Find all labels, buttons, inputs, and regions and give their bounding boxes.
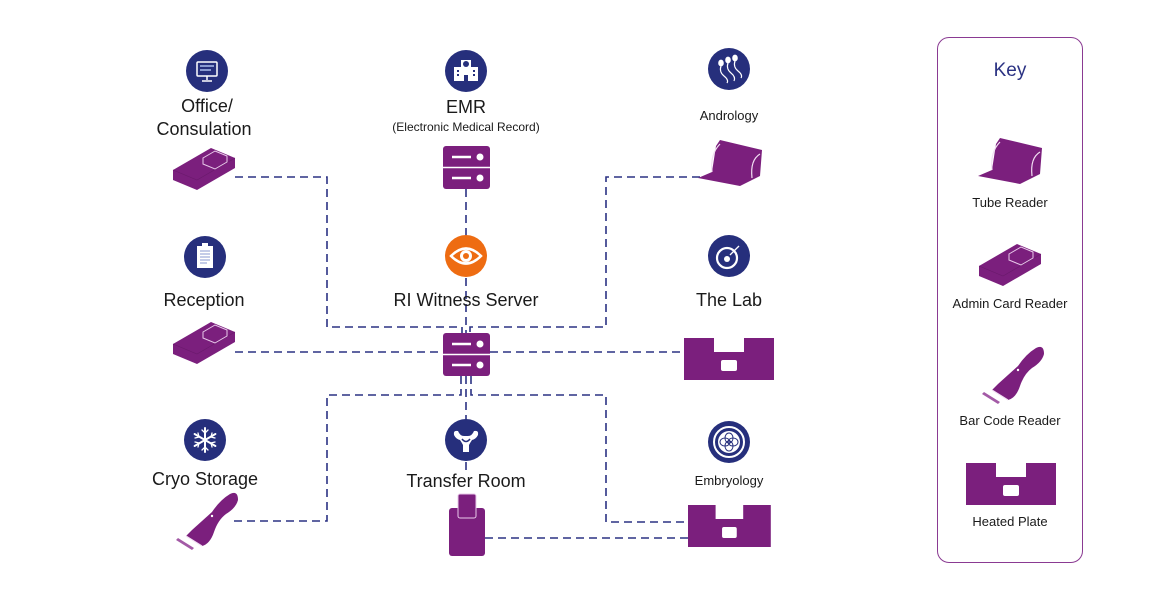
- key-title: Key: [993, 60, 1027, 81]
- reception-admin-card-reader: [172, 321, 236, 365]
- key-label-admin-card-reader: Admin Card Reader: [952, 296, 1068, 311]
- computer-monitor-icon: [186, 50, 228, 92]
- ri-witness-label: RI Witness Server: [393, 290, 539, 310]
- embryo-icon: [708, 421, 750, 463]
- key-label-tube-reader: Tube Reader: [972, 195, 1048, 210]
- cryo-label: Cryo Storage: [151, 469, 259, 489]
- emr-sublabel: (Electronic Medical Record): [392, 120, 540, 134]
- cryo-bar-code-reader: [175, 492, 239, 551]
- snowflake-icon: [184, 419, 226, 461]
- connector-cryo: [230, 376, 462, 522]
- lab-heated-plate: [684, 338, 774, 380]
- key-label-bar-code-reader: Bar Code Reader: [959, 413, 1061, 428]
- connector-andrology: [469, 176, 700, 333]
- emr-server: [441, 144, 492, 191]
- egg-cell-icon: [708, 235, 750, 277]
- transfer-label: Transfer Room: [406, 471, 526, 491]
- ri-witness-server: [441, 331, 492, 378]
- office-label-line1: Office/: [181, 96, 233, 116]
- uterus-icon: [445, 419, 487, 461]
- office-admin-card-reader: [172, 147, 236, 191]
- transfer-admin-card-reader: [448, 493, 486, 557]
- connector-embryology: [470, 376, 688, 523]
- hospital-building-icon: [445, 50, 487, 92]
- andrology-label: Andrology: [699, 108, 759, 123]
- embryology-heated-plate: [688, 505, 771, 547]
- sperm-icon: [708, 48, 750, 90]
- reception-label: Reception: [163, 290, 245, 310]
- key-panel: [937, 37, 1083, 563]
- eye-icon: [445, 235, 487, 277]
- connector-office: [235, 176, 463, 333]
- embryology-label: Embryology: [694, 473, 764, 488]
- connectors: [230, 176, 700, 539]
- office-label-line2: Consulation: [156, 119, 252, 139]
- lab-label: The Lab: [695, 290, 763, 310]
- clipboard-icon: [184, 236, 226, 278]
- andrology-tube-reader: [697, 139, 763, 187]
- key-label-heated-plate: Heated Plate: [972, 514, 1048, 529]
- emr-label: EMR: [446, 97, 486, 117]
